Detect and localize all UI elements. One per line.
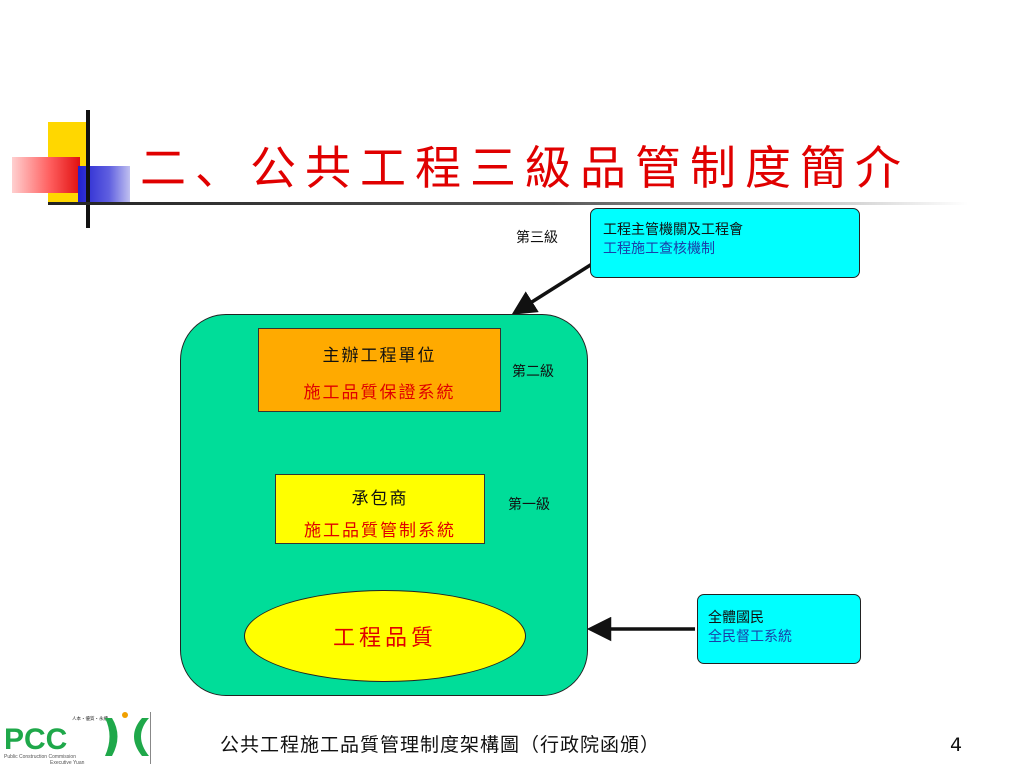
authority-box: 工程主管機關及工程會 工程施工查核機制: [590, 208, 860, 278]
pcc-logo-subtitle-line1: Public Construction Commission: [4, 754, 76, 760]
authority-box-line1: 工程主管機關及工程會: [603, 222, 743, 238]
public-box: 全體國民 全民督工系統: [697, 594, 861, 664]
slide-caption: 公共工程施工品質管理制度架構圖（行政院函頒）: [220, 734, 661, 756]
pcc-logo-text: PCC: [4, 723, 67, 756]
pcc-logo-subtitle-line2: Executive Yuan: [50, 760, 85, 766]
level1-label: 第一級: [508, 497, 550, 513]
quality-ellipse: 工程品質: [244, 590, 526, 682]
contractor-box-line2: 施工品質管制系統: [304, 521, 456, 541]
pcc-logo: PCC 人本・優質・永續 Public Construction Commiss…: [4, 712, 149, 766]
logo-separator: [150, 712, 151, 764]
level3-label: 第三級: [516, 230, 558, 246]
slide-title: 二、公共工程三級品管制度簡介: [140, 141, 910, 195]
title-decoration-red-block: [12, 157, 80, 193]
level2-label: 第二級: [512, 364, 554, 380]
contractor-box: 承包商 施工品質管制系統: [275, 474, 485, 544]
public-box-line1: 全體國民: [708, 610, 764, 626]
owner-box-line1: 主辦工程單位: [322, 346, 437, 366]
authority-box-line2: 工程施工查核機制: [603, 241, 715, 257]
title-underline: [48, 202, 968, 205]
public-box-line2: 全民督工系統: [708, 629, 792, 645]
page-number: 4: [950, 734, 963, 756]
title-decoration-vertical-line: [86, 110, 90, 228]
pcc-logo-small-text: 人本・優質・永續: [72, 715, 108, 722]
owner-box-line2: 施工品質保證系統: [303, 383, 456, 403]
owner-box: 主辦工程單位 施工品質保證系統: [258, 328, 501, 412]
contractor-box-line1: 承包商: [351, 489, 409, 509]
arrow-level3-to-container: [511, 262, 593, 315]
pcc-logo-x-mark: [105, 718, 118, 756]
